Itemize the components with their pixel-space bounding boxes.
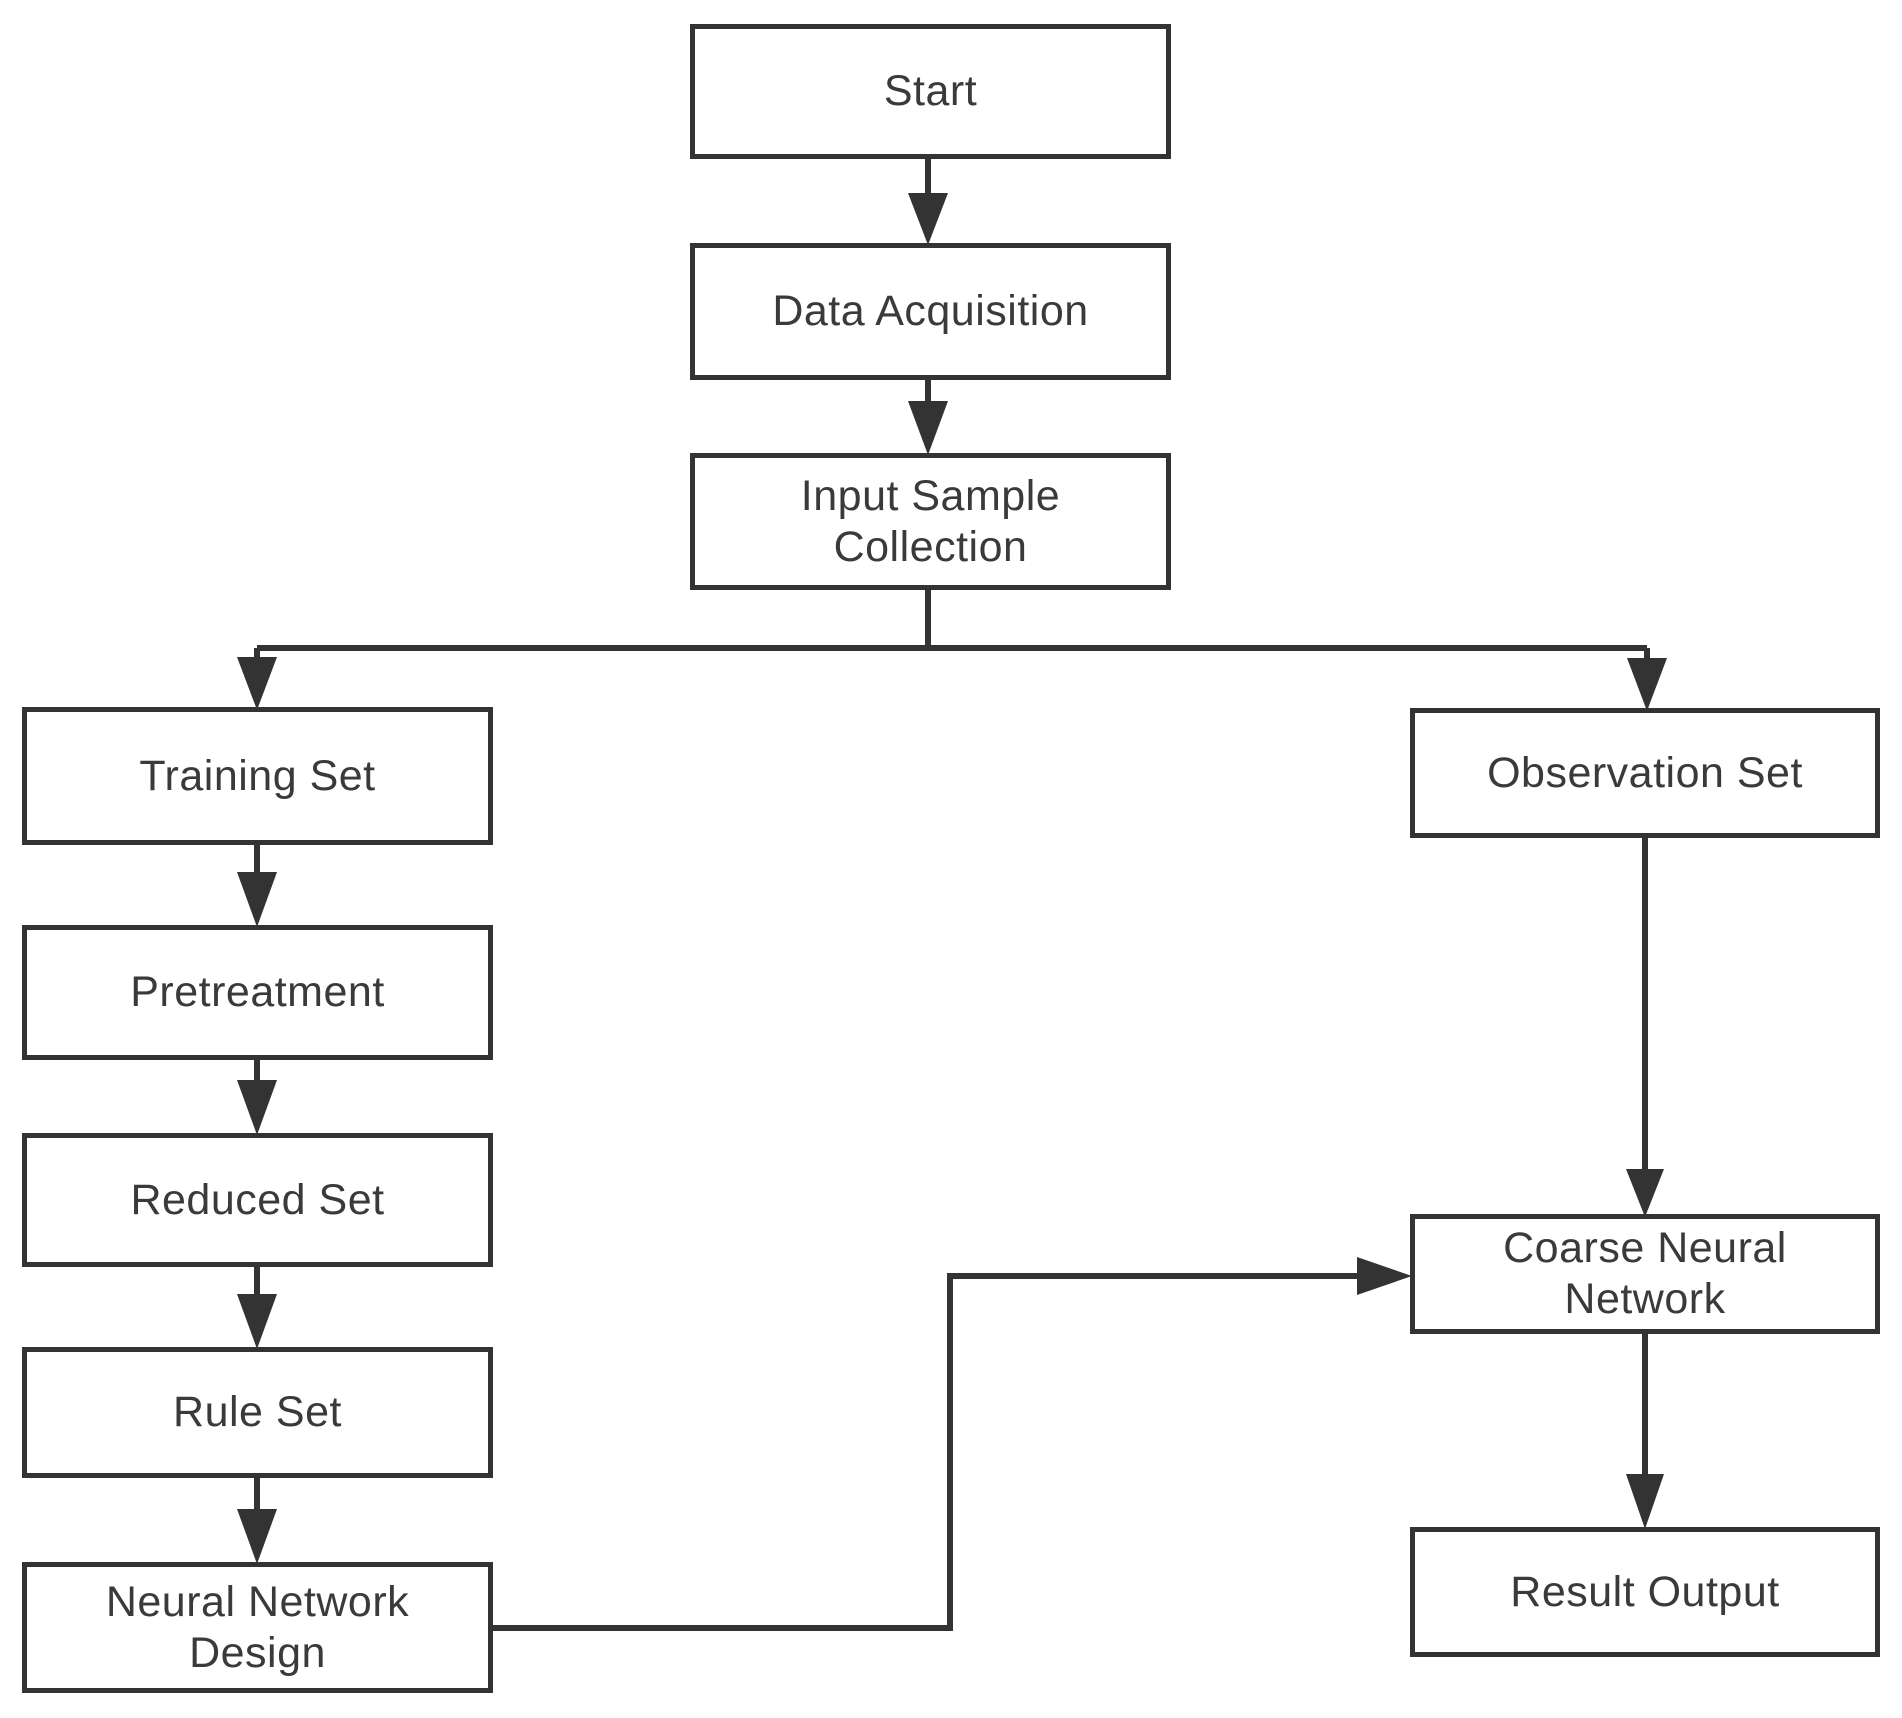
node-result-output-label: Result Output (1510, 1567, 1780, 1616)
arrowhead-to-training-set (237, 657, 277, 710)
node-observation-set: Observation Set (1410, 708, 1880, 838)
node-observation-set-label: Observation Set (1487, 748, 1803, 797)
edge-coarse-neural-network-to-result-output (1626, 1334, 1664, 1529)
edge-reduced-set-to-rule-set (237, 1267, 277, 1349)
node-input-sample-collection: Input Sample Collection (690, 453, 1171, 590)
arrowhead-to-observation-set (1627, 658, 1667, 711)
node-neural-network-design: Neural Network Design (22, 1562, 493, 1693)
edge-pretreatment-to-reduced-set (237, 1060, 277, 1135)
node-input-sample-collection-label: Input Sample Collection (800, 471, 1061, 571)
node-data-acquisition: Data Acquisition (690, 243, 1171, 380)
edge-data-acquisition-to-input-sample-collection (908, 380, 948, 455)
edge-rule-set-to-neural-network-design (237, 1478, 277, 1564)
edge-training-set-to-pretreatment (237, 845, 277, 927)
node-coarse-neural-network: Coarse Neural Network (1410, 1214, 1880, 1334)
node-pretreatment: Pretreatment (22, 925, 493, 1060)
edge-start-to-data-acquisition (908, 159, 948, 245)
node-training-set: Training Set (22, 707, 493, 845)
node-coarse-neural-network-label: Coarse Neural Network (1503, 1224, 1787, 1323)
node-rule-set: Rule Set (22, 1347, 493, 1478)
node-training-set-label: Training Set (139, 751, 376, 800)
node-reduced-set: Reduced Set (22, 1133, 493, 1267)
edge-neural-network-design-to-coarse-neural-network (493, 1257, 1412, 1631)
node-rule-set-label: Rule Set (173, 1388, 342, 1437)
node-pretreatment-label: Pretreatment (130, 968, 385, 1017)
edge-observation-set-to-coarse-neural-network (1626, 838, 1664, 1217)
node-neural-network-design-label: Neural Network Design (105, 1577, 410, 1677)
node-start: Start (690, 24, 1171, 159)
node-result-output: Result Output (1410, 1527, 1880, 1657)
node-data-acquisition-label: Data Acquisition (772, 287, 1089, 336)
node-start-label: Start (883, 67, 978, 116)
edge-input-sample-collection-branch (237, 590, 1667, 711)
node-reduced-set-label: Reduced Set (130, 1175, 385, 1224)
